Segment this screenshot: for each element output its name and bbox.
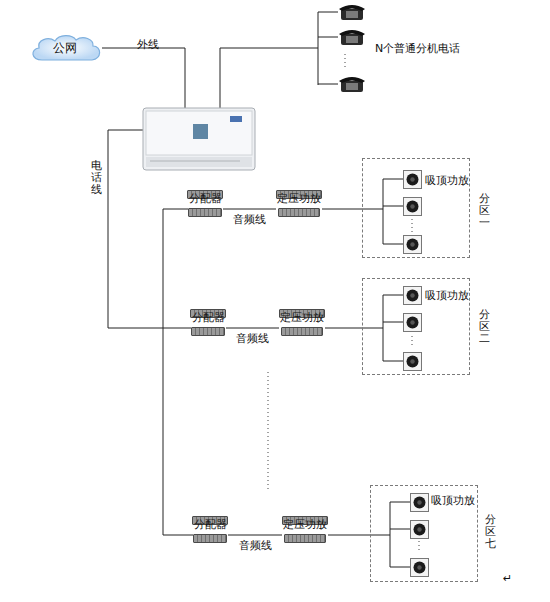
device-label: 定压功放 [283, 517, 327, 532]
illustration-part [220, 48, 318, 108]
illustration-part [318, 12, 319, 85]
pbx-device [143, 108, 255, 170]
splitter-device: 分配器 [187, 190, 223, 199]
illustration-part [411, 494, 429, 512]
zone-name: 分区二 [479, 309, 490, 345]
zone-box: 吸顶功放分区二 [362, 278, 470, 375]
illustration-part [339, 77, 365, 92]
node-label: 公网 [53, 40, 77, 57]
illustration-part [318, 84, 338, 85]
zone-box: 吸顶功放分区一 [362, 158, 470, 258]
cloud-outline [33, 36, 100, 60]
illustration-part [404, 353, 422, 371]
zone-name: 分区七 [485, 514, 496, 550]
audio-wire [228, 535, 282, 536]
line-label: 外线 [137, 37, 159, 52]
audio-wire [226, 328, 279, 329]
illustration-part [230, 116, 242, 122]
splitter-device: 分配器 [192, 516, 228, 525]
illustration-part [339, 30, 365, 45]
illustration-part [345, 54, 346, 70]
illustration-part [383, 295, 384, 361]
edge-label: 音频线 [235, 331, 270, 346]
audio-wire [322, 209, 362, 210]
illustration-part [412, 219, 413, 232]
illustration-part [150, 161, 240, 162]
illustration-part [412, 336, 413, 348]
illustration-part [370, 535, 390, 536]
illustration-part [383, 179, 403, 180]
amplifier-symbol [284, 534, 326, 543]
illustration-part [163, 209, 188, 210]
illustration-part [383, 179, 384, 244]
illustration-part [146, 157, 252, 167]
device-label: 分配器 [193, 517, 227, 532]
illustration-part [390, 529, 410, 530]
illustration-part [404, 198, 422, 216]
zone-box: 吸顶功放分区七 [370, 485, 478, 582]
illustration-part [268, 372, 269, 492]
illustration-part [383, 295, 403, 296]
phone-icons [339, 5, 365, 92]
amplifier-symbol [278, 208, 320, 217]
amplifier-device: 定压功放 [279, 309, 325, 318]
speaker-label: 吸顶功放 [425, 173, 531, 188]
amplifier-device: 定压功放 [276, 190, 322, 199]
wiring [102, 12, 410, 567]
illustration-part [146, 111, 252, 155]
illustration-part [390, 502, 410, 503]
illustration-part [411, 521, 429, 539]
splitter-symbol [193, 534, 227, 543]
audio-wire [223, 209, 276, 210]
illustration-part [362, 328, 383, 329]
illustration-part [102, 48, 185, 108]
amplifier-device: 定压功放 [282, 516, 328, 525]
illustration-part [318, 37, 338, 38]
illustration-part [383, 206, 403, 207]
device-label: 定压功放 [280, 310, 324, 325]
illustration-part [143, 108, 255, 170]
speaker-icons [404, 171, 429, 577]
illustration-part [339, 5, 365, 20]
phone-caption: N个普通分机电话 [375, 41, 460, 56]
illustration-part [193, 124, 208, 139]
paragraph-mark: ↵ [503, 572, 512, 585]
illustration-part [163, 209, 164, 535]
network-cloud: 公网 [28, 34, 102, 62]
line-label: 电话线 [91, 160, 102, 196]
illustration-part [390, 502, 391, 567]
illustration-part [419, 541, 420, 553]
illustration-part [390, 567, 410, 568]
splitter-symbol [191, 327, 225, 336]
illustration-part [383, 244, 403, 245]
speaker-label: 吸顶功放 [425, 288, 531, 303]
illustration-part [362, 209, 383, 210]
speaker-label: 吸顶功放 [431, 493, 537, 508]
zone-name: 分区一 [479, 193, 490, 229]
illustration-part [163, 535, 193, 536]
illustration-part [383, 361, 403, 362]
ellipsis-dots [268, 54, 419, 553]
illustration-part [163, 328, 191, 329]
illustration-part [411, 559, 429, 577]
device-label: 分配器 [188, 191, 222, 206]
illustration-part [404, 171, 422, 189]
illustration-part [404, 236, 422, 254]
edge-label: 音频线 [238, 538, 273, 553]
splitter-symbol [188, 208, 222, 217]
edge-label: 音频线 [232, 212, 267, 227]
amplifier-symbol [281, 327, 323, 336]
illustration-part [318, 12, 338, 13]
device-label: 定压功放 [277, 191, 321, 206]
device-label: 分配器 [191, 310, 225, 325]
audio-wire [328, 535, 370, 536]
illustration-part [383, 322, 403, 323]
splitter-device: 分配器 [190, 309, 226, 318]
audio-wire [325, 328, 362, 329]
illustration-part [404, 287, 422, 305]
illustration-part [404, 314, 422, 332]
